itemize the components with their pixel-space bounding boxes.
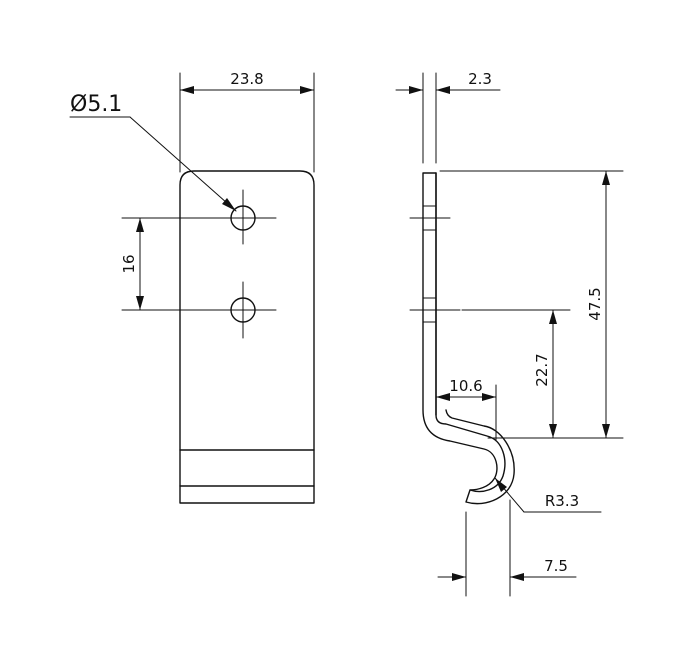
radius-dim-label: R3.3 bbox=[545, 492, 579, 510]
width-dim-label: 23.8 bbox=[230, 70, 263, 88]
spacing-dim-label: 16 bbox=[120, 254, 138, 273]
offset-arrow-left bbox=[436, 393, 450, 401]
hole-height-dim-label: 22.7 bbox=[533, 353, 551, 386]
offset-arrow-right bbox=[482, 393, 496, 401]
hole-dia-label: Ø5.1 bbox=[70, 92, 122, 117]
thickness-arrow-left bbox=[409, 86, 423, 94]
height-arrow-bottom bbox=[602, 424, 610, 438]
hole-height-arrow-top bbox=[549, 310, 557, 324]
side-view: 2.3 47.5 22.7 10.6 bbox=[395, 70, 624, 597]
bracket-profile bbox=[422, 172, 515, 505]
spacing-arrow-bottom bbox=[136, 296, 144, 310]
front-outline bbox=[179, 170, 315, 504]
spacing-arrow-top bbox=[136, 218, 144, 232]
hook-arrow-right bbox=[510, 573, 524, 581]
width-arrow-right bbox=[300, 86, 314, 94]
height-dim-label: 47.5 bbox=[586, 287, 604, 320]
width-arrow-left bbox=[180, 86, 194, 94]
front-view: 23.8 Ø5.1 16 bbox=[69, 70, 315, 504]
thickness-arrow-right bbox=[436, 86, 450, 94]
hook-arrow-left bbox=[452, 573, 466, 581]
offset-dim-label: 10.6 bbox=[449, 377, 482, 395]
hole-dia-leader bbox=[129, 116, 237, 212]
radius-arrow bbox=[495, 478, 507, 492]
hole-height-arrow-bottom bbox=[549, 424, 557, 438]
hole-dia-arrow bbox=[222, 198, 236, 211]
thickness-dim-label: 2.3 bbox=[468, 70, 492, 88]
hook-dim-label: 7.5 bbox=[544, 557, 568, 575]
height-arrow-top bbox=[602, 171, 610, 185]
